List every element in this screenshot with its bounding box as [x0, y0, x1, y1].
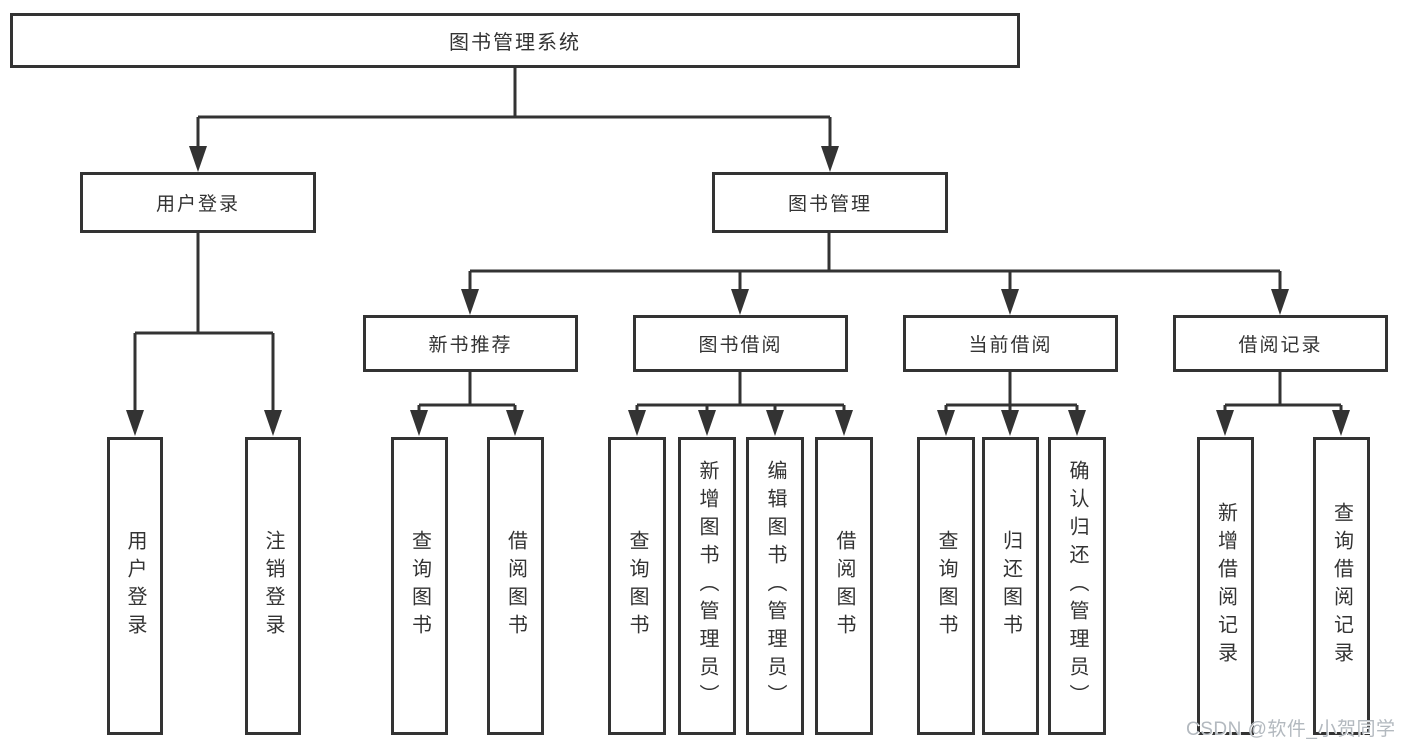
- node-label: 查询图书: [935, 530, 957, 642]
- arrow-icon: [126, 410, 144, 436]
- leaf-user-login: 用户登录: [107, 437, 163, 735]
- arrow-icon: [628, 410, 646, 436]
- leaf-return-books: 归还图书: [982, 437, 1039, 735]
- leaf-query-borrow-record: 查询借阅记录: [1313, 437, 1370, 735]
- node-label: 借阅图书: [833, 530, 855, 642]
- connector-edges: [133, 68, 1343, 412]
- node-label: 确认归还（管理员）: [1066, 460, 1088, 712]
- node-label: 当前借阅: [968, 335, 1053, 356]
- arrow-icon: [1068, 410, 1086, 436]
- leaf-query-books: 查询图书: [917, 437, 975, 735]
- node-label: 注销登录: [262, 530, 284, 642]
- node-library-system: 图书管理系统: [10, 13, 1020, 68]
- node-book-borrow: 图书借阅: [633, 315, 848, 372]
- node-label: 图书管理系统: [449, 32, 581, 54]
- arrow-icon: [835, 410, 853, 436]
- arrow-icon: [1001, 289, 1019, 315]
- arrow-icon: [506, 410, 524, 436]
- node-label: 新书推荐: [428, 335, 513, 356]
- node-label: 图书管理: [787, 194, 872, 215]
- arrow-icon: [1332, 410, 1350, 436]
- node-label: 编辑图书（管理员）: [764, 460, 786, 712]
- leaf-borrow-books: 借阅图书: [815, 437, 873, 735]
- leaf-confirm-return-admin: 确认归还（管理员）: [1048, 437, 1106, 735]
- leaf-add-borrow-record: 新增借阅记录: [1197, 437, 1254, 735]
- arrow-icon: [461, 289, 479, 315]
- node-label: 借阅图书: [504, 530, 527, 642]
- node-label: 用户登录: [155, 194, 240, 215]
- leaf-query-books: 查询图书: [391, 437, 448, 735]
- node-user-login: 用户登录: [80, 172, 316, 233]
- node-label: 用户登录: [124, 530, 146, 642]
- node-borrow-records: 借阅记录: [1173, 315, 1388, 372]
- leaf-add-books-admin: 新增图书（管理员）: [678, 437, 736, 735]
- node-label: 借阅记录: [1238, 335, 1323, 356]
- node-label: 新增借阅记录: [1214, 502, 1237, 670]
- arrow-icon: [731, 289, 749, 315]
- leaf-query-books: 查询图书: [608, 437, 666, 735]
- node-label: 查询图书: [626, 530, 648, 642]
- node-label: 图书借阅: [698, 335, 783, 356]
- arrow-icon: [189, 146, 207, 172]
- leaf-borrow-books: 借阅图书: [487, 437, 544, 735]
- node-current-borrow: 当前借阅: [903, 315, 1118, 372]
- leaf-logout: 注销登录: [245, 437, 301, 735]
- node-book-management: 图书管理: [712, 172, 948, 233]
- arrow-icon: [264, 410, 282, 436]
- node-label: 新增图书（管理员）: [696, 460, 718, 712]
- arrow-icon: [1216, 410, 1234, 436]
- node-new-book-recommend: 新书推荐: [363, 315, 578, 372]
- arrow-icon: [1271, 289, 1289, 315]
- arrow-icon: [698, 410, 716, 436]
- arrow-icon: [821, 146, 839, 172]
- node-label: 归还图书: [999, 530, 1022, 642]
- leaf-edit-books-admin: 编辑图书（管理员）: [746, 437, 804, 735]
- arrow-icon: [410, 410, 428, 436]
- arrow-icon: [1001, 410, 1019, 436]
- csdn-watermark: CSDN @软件_小贺同学: [1186, 719, 1396, 740]
- arrow-icon: [937, 410, 955, 436]
- arrow-icon: [766, 410, 784, 436]
- arrowheads: [126, 146, 1350, 436]
- node-label: 查询图书: [408, 530, 431, 642]
- node-label: 查询借阅记录: [1330, 502, 1353, 670]
